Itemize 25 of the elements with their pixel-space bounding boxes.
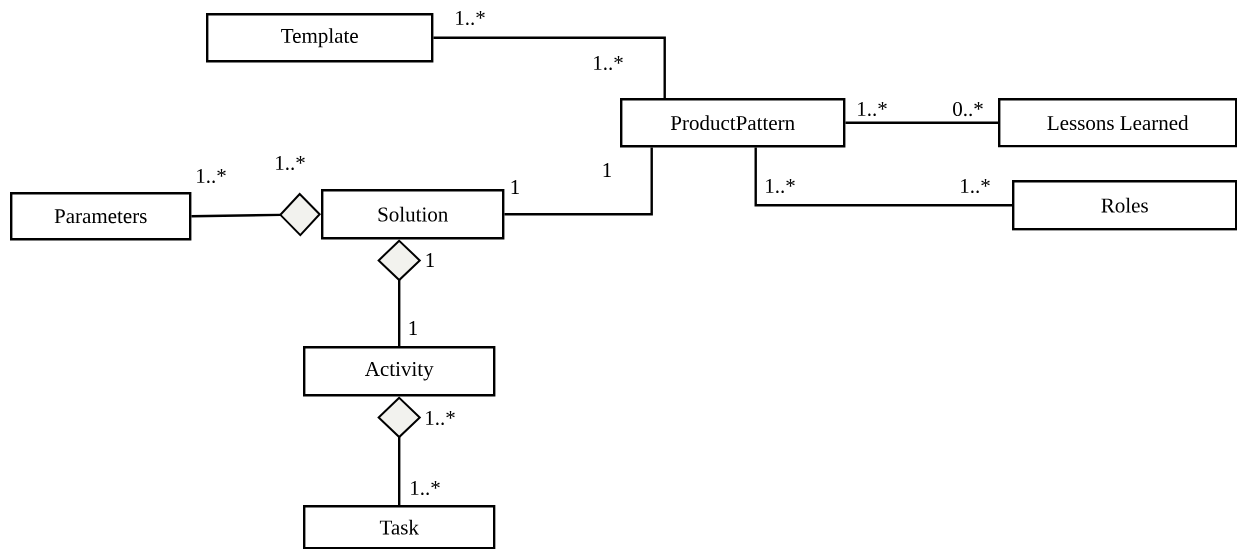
multiplicity-label: 1..* [276,155,305,171]
class-box: Lessons Learned [998,98,1237,148]
multiplicity-label: 1..* [766,178,795,194]
multiplicity-label: 1..* [858,101,887,117]
class-box: ProductPattern [620,98,846,148]
multiplicity-label: 1..* [456,10,485,26]
aggregation-line [191,192,321,237]
class-box: Solution [321,189,505,240]
association-line [845,121,998,124]
association-line [754,147,1012,207]
class-box: Template [206,13,434,63]
multiplicity-label: 0..* [953,101,983,117]
multiplicity-label: 1..* [411,480,440,496]
multiplicity-label: 1 [511,180,519,194]
multiplicity-label: 1..* [197,168,226,184]
multiplicity-label: 1..* [961,178,990,194]
multiplicity-label: 1..* [594,55,623,71]
association-line [433,36,666,98]
class-box: Activity [303,346,496,397]
class-box: Parameters [10,192,192,241]
class-box: Roles [1012,180,1237,231]
association-line [504,147,653,216]
class-box: Task [303,505,496,549]
multiplicity-label: 1 [603,163,611,177]
multiplicity-label: 1 [409,321,417,335]
